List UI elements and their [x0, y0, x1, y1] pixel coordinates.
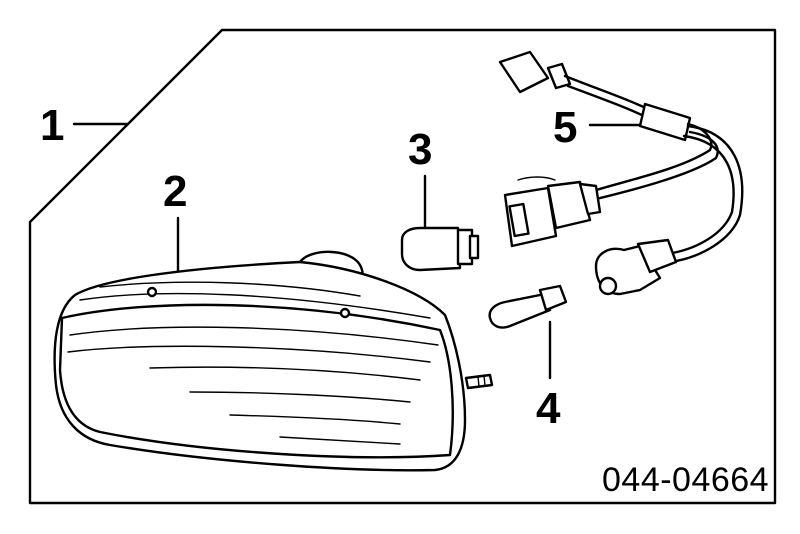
assembly-frame	[28, 28, 777, 505]
bulb-4	[488, 284, 568, 329]
callout-5: 5	[553, 103, 577, 152]
callout-3: 3	[408, 125, 432, 174]
part-number: 044-04664	[602, 461, 769, 499]
callout-1: 1	[40, 101, 64, 150]
callout-2: 2	[163, 167, 187, 216]
wiring-harness	[498, 50, 744, 296]
fog-lamp-housing	[53, 250, 494, 472]
bulb-3	[400, 226, 480, 272]
callout-4: 4	[536, 384, 561, 433]
